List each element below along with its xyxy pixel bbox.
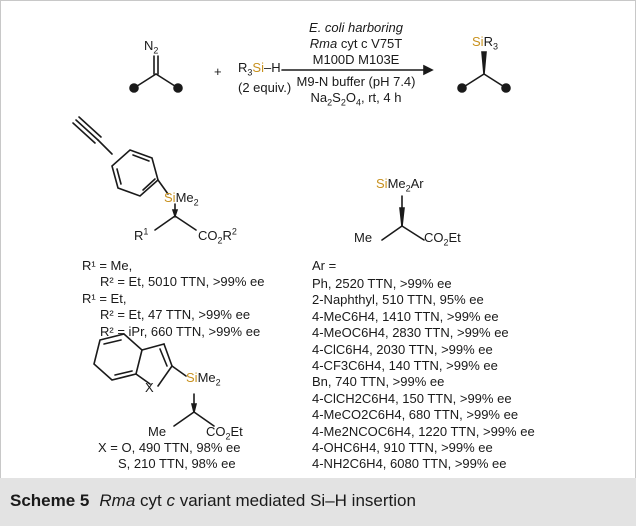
ar-entry: 2-Naphthyl, 510 TTN, 95% ee <box>312 292 484 308</box>
left-results-list: R¹ = Me, R² = Et, 5010 TTN, >99% ee R¹ =… <box>82 258 265 340</box>
ar-entry: 4-CF3C6H4, 140 TTN, >99% ee <box>312 358 498 374</box>
left-entry: R² = Et, 5010 TTN, >99% ee <box>100 274 265 290</box>
benzofused-sime2-label: SiMe2 <box>186 370 221 388</box>
right-sime2ar-label: SiMe2Ar <box>376 176 424 194</box>
ar-header: Ar = <box>312 258 337 273</box>
condition-line-2: Rma cyt c V75T <box>309 36 403 51</box>
ar-entry: 4-Me2NCOC6H4, 1220 TTN, >99% ee <box>312 423 535 439</box>
benzofused-x-label: X <box>145 380 154 395</box>
ar-entry: 4-ClCH2C6H4, 150 TTN, >99% ee <box>312 390 512 406</box>
condition-line-5: Na2S2O4, rt, 4 h <box>310 90 402 108</box>
benzofused-entry: X = O, 490 TTN, 98% ee <box>98 440 241 455</box>
left-co2r2-label: CO2R2 <box>198 226 237 246</box>
left-entry: R¹ = Me, <box>82 258 133 273</box>
right-substrate-structure <box>381 195 425 241</box>
ar-entry: Bn, 740 TTN, >99% ee <box>312 374 445 390</box>
silane-equiv: (2 equiv.) <box>238 80 292 95</box>
right-co2et-label: CO2Et <box>424 230 461 248</box>
diazo-compound <box>129 55 183 93</box>
right-me-label: Me <box>354 230 373 245</box>
product-compound <box>457 51 511 93</box>
diazo-n2-label: N2 <box>144 38 159 56</box>
condition-line-4: M9-N buffer (pH 7.4) <box>296 74 416 89</box>
ar-entry: 4-NH2C6H4, 6080 TTN, >99% ee <box>312 456 507 472</box>
ar-entry: 4-MeC6H4, 1410 TTN, >99% ee <box>312 308 499 324</box>
right-results-list: Ph, 2520 TTN, >99% ee 2-Naphthyl, 510 TT… <box>312 276 535 473</box>
benzofused-me-label: Me <box>148 424 167 439</box>
ar-entry: Ph, 2520 TTN, >99% ee <box>312 276 452 291</box>
left-sime2-label: SiMe2 <box>164 190 199 208</box>
product-sir3-label: SiR3 <box>472 34 498 52</box>
ar-entry: 4-MeOC6H4, 2830 TTN, >99% ee <box>312 325 509 341</box>
ar-entry: 4-ClC6H4, 2030 TTN, >99% ee <box>312 341 493 357</box>
ar-entry: 4-MeCO2C6H4, 680 TTN, >99% ee <box>312 407 519 423</box>
ar-entry: 4-OHC6H4, 910 TTN, >99% ee <box>312 440 493 456</box>
plus-sign: + <box>214 64 222 79</box>
left-entry: R² = Et, 47 TTN, >99% ee <box>100 307 251 323</box>
left-r1-label: R1 <box>134 226 149 243</box>
left-entry: R² = iPr, 660 TTN, >99% ee <box>100 323 261 339</box>
left-substrate-structure <box>72 116 197 231</box>
benzofused-structure <box>93 333 215 427</box>
condition-line-1: E. coli harboring <box>309 20 403 35</box>
benzofused-entry: S, 210 TTN, 98% ee <box>118 456 236 471</box>
silane-reagent: R3Si–H <box>238 60 281 78</box>
condition-line-3: M100D M103E <box>312 52 400 67</box>
scheme-structures <box>72 51 511 427</box>
reaction-arrow <box>281 64 434 76</box>
scheme-panel <box>0 0 636 480</box>
left-entry: R¹ = Et, <box>82 290 127 306</box>
benzofused-co2et-label: CO2Et <box>206 424 243 442</box>
